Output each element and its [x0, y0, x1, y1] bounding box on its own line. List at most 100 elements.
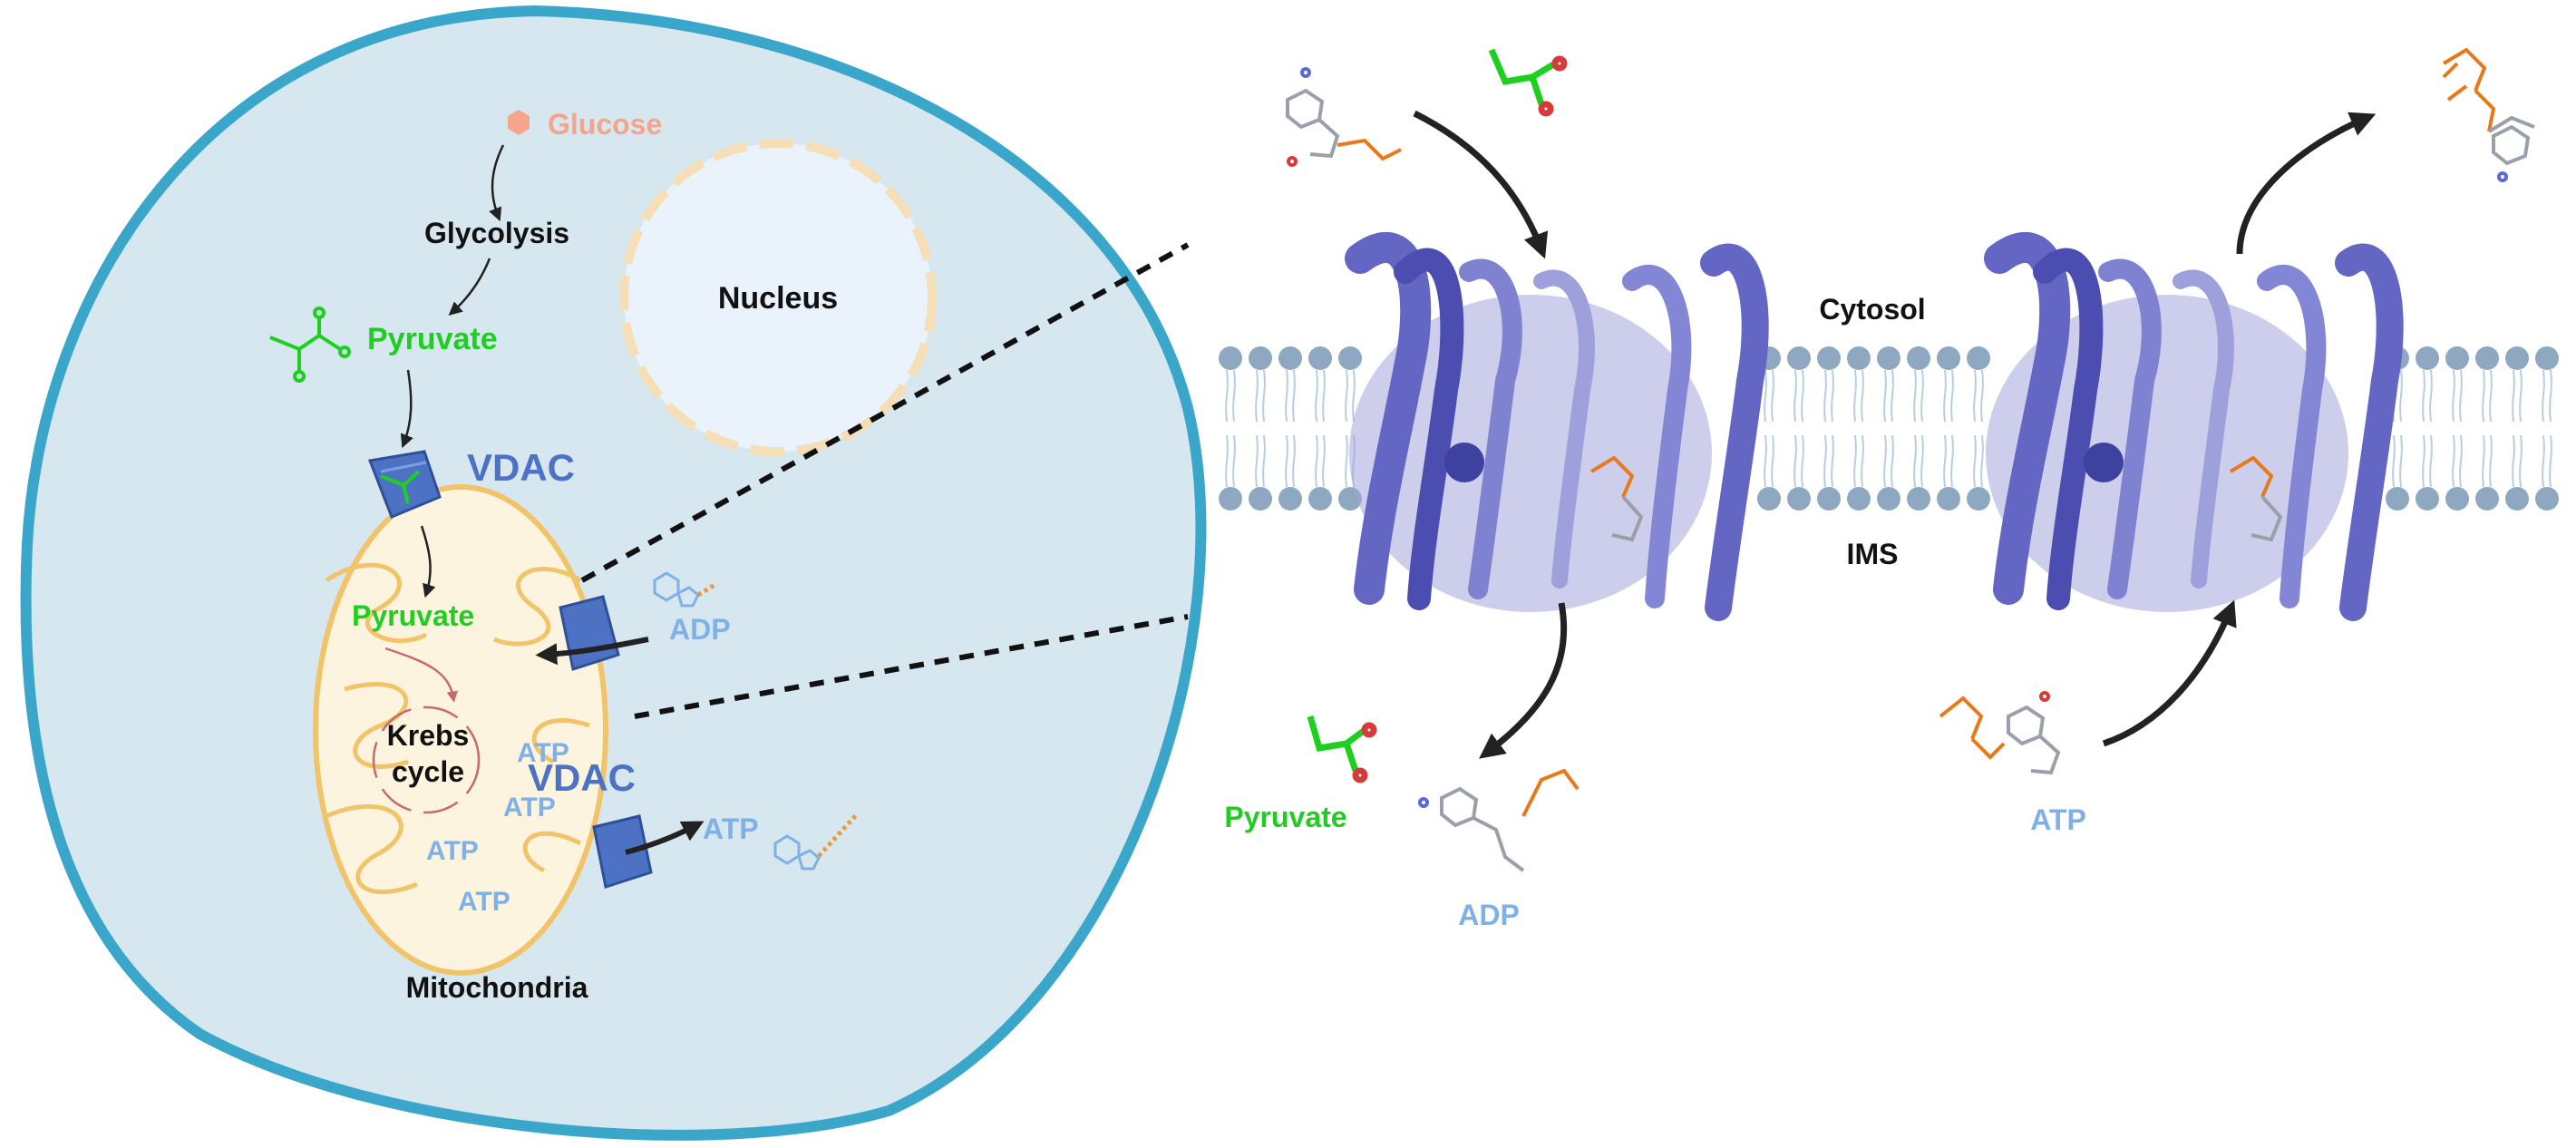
lipid-tail: [1861, 369, 1864, 423]
lipid-head: [1937, 346, 1960, 370]
atp-molecule-icon: [773, 812, 859, 871]
lipid-head: [1278, 346, 1302, 370]
lipid-head: [2475, 487, 2499, 511]
lipid-tail: [1352, 369, 1356, 423]
lipid-head: [1308, 346, 1332, 370]
lipid-tail: [1225, 434, 1229, 488]
lipid-tail: [1285, 434, 1288, 488]
lipid-tail: [1920, 434, 1924, 488]
lipid-tail: [1980, 369, 1984, 423]
lipid-head: [1249, 346, 1272, 370]
atp-molecule-bottom-icon: [1939, 691, 2061, 775]
lipid-tail: [1883, 434, 1887, 488]
lipid-head: [1308, 487, 1332, 511]
substrates-out-arrow: [1479, 602, 1568, 759]
lipid-tail: [1980, 434, 1984, 488]
mitochondrion-cristae: [325, 562, 590, 895]
lipid-tail: [1950, 369, 1954, 423]
ims-label: IMS: [1847, 538, 1899, 570]
lipid-tail: [2399, 369, 2403, 423]
lipid-tail: [1345, 434, 1348, 488]
vdac-to-mito-pyruvate-arrow: [420, 525, 436, 598]
atp-out-arrow: [625, 821, 705, 855]
lipid-tail: [1764, 434, 1767, 488]
lipid-tail: [2549, 369, 2552, 423]
lipid-head: [2505, 487, 2529, 511]
nucleus-label: Nucleus: [718, 281, 838, 316]
pyruvate-out-label: Pyruvate: [1224, 801, 1346, 833]
lipid-tail: [1345, 369, 1348, 423]
lipid-tail: [1883, 369, 1887, 423]
lipid-tail: [2429, 434, 2433, 488]
lipid-tail: [1831, 434, 1834, 488]
vdac-top-label: VDAC: [467, 446, 575, 489]
pyruvate-label: Pyruvate: [367, 322, 498, 356]
lipid-tail: [1913, 369, 1917, 423]
lipid-head: [1757, 487, 1781, 511]
lipid-head: [1907, 346, 1930, 370]
lipid-bilayer: [1219, 346, 2559, 511]
lipid-tail: [2459, 369, 2463, 423]
vdac-middle: ADP: [535, 571, 731, 671]
adp-in-arrow: [535, 637, 649, 666]
lipid-tail: [2512, 369, 2515, 423]
lipid-head: [2386, 487, 2409, 511]
lipid-tail: [1801, 369, 1804, 423]
lipid-head: [1817, 346, 1841, 370]
lipid-tail: [1771, 434, 1774, 488]
lipid-tail: [2422, 369, 2425, 423]
pyruvate-to-vdac-arrow: [400, 369, 413, 449]
lipid-tail: [1793, 369, 1797, 423]
lipid-tail: [1943, 369, 1947, 423]
lipid-head: [1787, 346, 1811, 370]
lipid-tail: [1853, 434, 1857, 488]
mito-pyruvate-label: Pyruvate: [352, 599, 474, 632]
membrane-panel: Cytosol IMS Pyruvate ADP: [1219, 47, 2559, 931]
lipid-head: [1817, 487, 1841, 511]
lipid-tail: [2542, 434, 2545, 488]
pyruvate-molecule-top-icon: [1488, 48, 1568, 117]
lipid-head: [1219, 487, 1242, 511]
lipid-tail: [1292, 369, 1296, 423]
lipid-head: [1787, 487, 1811, 511]
glycolysis-pathway: Glucose Glycolysis Pyruvate: [269, 108, 662, 449]
adp-molecule-icon: [653, 571, 718, 608]
pyruvate-molecule-icon: [269, 306, 351, 383]
lipid-tail: [2489, 369, 2493, 423]
lipid-head: [2445, 346, 2469, 370]
substrates-in-arrow: [1413, 110, 1549, 259]
lipid-tail: [2459, 434, 2463, 488]
atp-in-channel-left-icon: [1589, 455, 1644, 542]
cell-membrane: [20, 5, 1207, 1141]
glucose-to-glycolysis-arrow: [489, 144, 505, 222]
lipid-tail: [1973, 434, 1977, 488]
krebs-cycle: Krebs cycle: [372, 705, 481, 814]
atp-in-channel-right-icon: [2229, 455, 2283, 542]
atp-bottom-label: ATP: [2030, 803, 2086, 836]
lipid-head: [1278, 487, 1302, 511]
lipid-head: [1907, 487, 1930, 511]
krebs-label-line1: Krebs: [387, 719, 470, 752]
lipid-tail: [1831, 369, 1834, 423]
atp-label-2: ATP: [503, 793, 556, 822]
vdac-protein-left: [1345, 232, 1769, 621]
vdac-protein-right: [1984, 232, 2404, 621]
cytosol-label: Cytosol: [1819, 293, 1925, 326]
lipid-tail: [2452, 369, 2455, 423]
atp-label-1: ATP: [517, 738, 569, 768]
glycolysis-to-pyruvate-arrow: [448, 258, 491, 316]
glucose-hexagon-icon: [508, 110, 530, 135]
lipid-tail: [1920, 369, 1924, 423]
atp-out-arrow-top: [2236, 112, 2377, 255]
glucose-label: Glucose: [548, 108, 662, 141]
lipid-tail: [1292, 434, 1296, 488]
lipid-tail: [2452, 434, 2455, 488]
lipid-head: [2535, 487, 2559, 511]
atp-label-4: ATP: [458, 887, 510, 917]
lipid-tail: [1973, 369, 1977, 423]
adp-molecule-top-left-icon: [1286, 67, 1402, 167]
atp-label-3: ATP: [426, 836, 479, 866]
lipid-head: [1847, 346, 1871, 370]
atp-molecule-top-icon: [2442, 47, 2535, 182]
lipid-tail: [1891, 369, 1894, 423]
